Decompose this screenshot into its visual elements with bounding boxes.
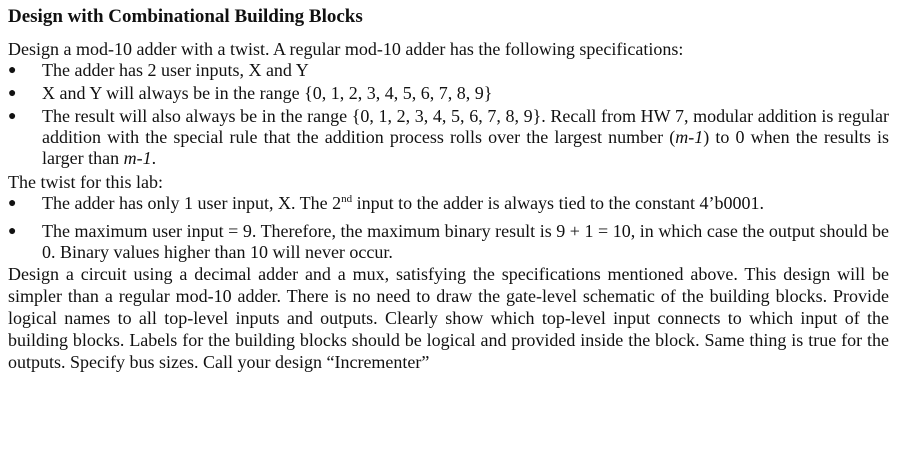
twist-bullet-1-text-1: The adder has only 1 user input, X. The … <box>42 193 342 213</box>
document: Design with Combinational Building Block… <box>0 0 897 373</box>
spec-bullet-result-text-2: ) to 0 when the results is larger than <box>42 127 889 168</box>
twist-bullet-list: The adder has only 1 user input, X. The … <box>8 193 889 263</box>
ordinal-suffix: nd <box>341 193 353 205</box>
m-minus-1-term-2: m-1 <box>123 148 152 168</box>
intro-paragraph: Design a mod-10 adder with a twist. A re… <box>8 39 684 59</box>
spec-bullet-inputs: The adder has 2 user inputs, X and Y <box>8 60 889 81</box>
twist-bullet-single-input: The adder has only 1 user input, X. The … <box>8 193 889 214</box>
spec-bullet-list: The adder has 2 user inputs, X and Y X a… <box>8 60 889 169</box>
spec-bullet-result: The result will also always be in the ra… <box>8 106 889 169</box>
spec-bullet-result-text-1: The result will also always be in the ra… <box>42 106 889 147</box>
closing-paragraph: Design a circuit using a decimal adder a… <box>8 264 889 372</box>
spec-bullet-range: X and Y will always be in the range {0, … <box>8 83 889 104</box>
section-heading: Design with Combinational Building Block… <box>8 6 363 27</box>
twist-bullet-max-input: The maximum user input = 9. Therefore, t… <box>8 221 889 263</box>
twist-bullet-1-text-2: input to the adder is always tied to the… <box>352 193 765 213</box>
twist-label: The twist for this lab: <box>8 172 163 192</box>
m-minus-1-term: m-1 <box>675 127 704 147</box>
spec-bullet-result-text-3: . <box>151 148 157 168</box>
